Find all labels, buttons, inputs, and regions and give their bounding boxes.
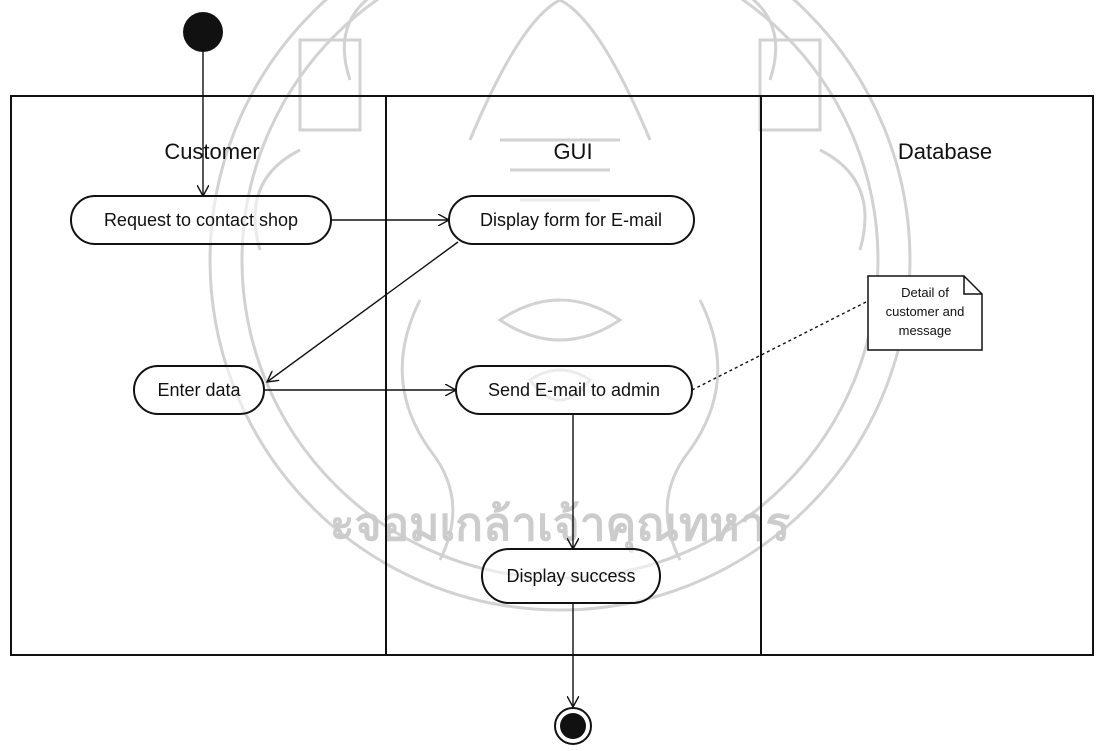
activity-display-success-label: Display success [506,566,635,586]
activity-send-email-label: Send E-mail to admin [488,380,660,400]
initial-node [183,12,223,52]
seal-watermark: ะจอมเกล้าเจ้าคุณทหาร [208,0,912,612]
activity-enter-data-label: Enter data [157,380,241,400]
final-node [554,707,592,745]
lane-label-customer: Customer [164,139,259,164]
swimlane-frame [10,95,1094,656]
note-line-1: Detail of [901,285,949,300]
activity-enter-data: Enter data [133,365,265,415]
activity-request-contact-label: Request to contact shop [104,210,298,230]
note-anchor-line [691,300,869,391]
activity-display-success: Display success [481,548,661,604]
lane-label-database: Database [898,139,992,164]
watermark-text: ะจอมเกล้าเจ้าคุณทหาร [330,497,791,553]
lane-label-gui: GUI [553,139,592,164]
note-line-2: customer and [886,304,965,319]
note-line-3: message [899,323,952,338]
activity-send-email: Send E-mail to admin [455,365,693,415]
activity-request-contact: Request to contact shop [70,195,332,245]
flow-display-form-to-enter-data [267,241,459,382]
activity-display-form: Display form for E-mail [448,195,695,245]
activity-display-form-label: Display form for E-mail [480,210,662,230]
note: Detail of customer and message [867,275,983,351]
